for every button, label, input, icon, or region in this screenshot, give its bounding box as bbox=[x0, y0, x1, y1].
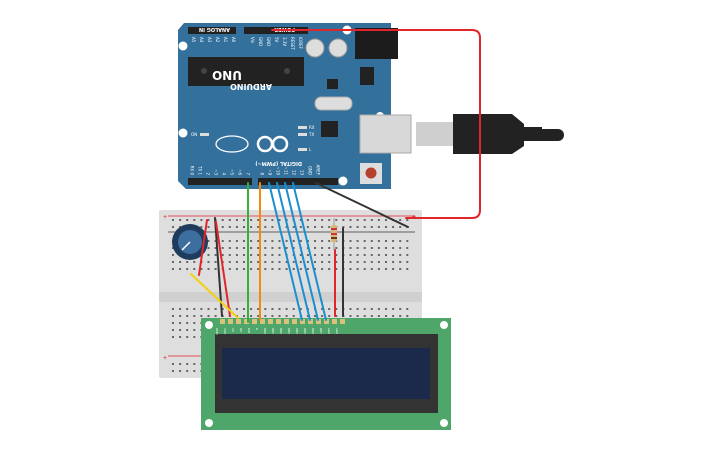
power-pin-label: GND bbox=[266, 37, 271, 46]
power-pin-label: IOREF bbox=[298, 37, 303, 50]
lcd-pin[interactable] bbox=[292, 319, 297, 324]
lcd-pin[interactable] bbox=[300, 319, 305, 324]
analog-pin-label: A4 bbox=[199, 37, 204, 43]
lcd-pin-label: RS bbox=[239, 328, 243, 332]
digital-pin-label: ~9 bbox=[268, 169, 273, 175]
wire-pin10[interactable] bbox=[276, 182, 311, 321]
lcd-pin[interactable] bbox=[340, 319, 345, 324]
lcd-pin-label: DB4 bbox=[295, 328, 299, 334]
lcd-pin[interactable] bbox=[220, 319, 225, 324]
lcd-pin[interactable] bbox=[268, 319, 273, 324]
digital-pin-label: 13 bbox=[300, 170, 305, 176]
analog-pin-label: A1 bbox=[223, 37, 228, 43]
lcd-pin[interactable] bbox=[228, 319, 233, 324]
lcd-pin-label: RW bbox=[247, 328, 251, 333]
lcd-pin-label: DB5 bbox=[303, 328, 307, 334]
arduino-uno[interactable]: ARDUINO UNO DIGITAL (PWM~) ANALOG IN POW… bbox=[178, 23, 412, 189]
analog-pin-label: A5 bbox=[191, 37, 196, 43]
usb-cable[interactable] bbox=[416, 114, 564, 154]
lcd-pin-label: DB1 bbox=[271, 328, 275, 334]
analog-pin-label: A0 bbox=[231, 37, 236, 43]
analog-pin-label: A2 bbox=[215, 37, 220, 43]
lcd-pin[interactable] bbox=[324, 319, 329, 324]
led-label: ON bbox=[191, 132, 197, 137]
digital-pin-label: ~3 bbox=[214, 169, 219, 175]
lcd-pin[interactable] bbox=[244, 319, 249, 324]
led-label: L bbox=[309, 147, 312, 152]
power-jack bbox=[355, 28, 398, 59]
wire-pin12[interactable] bbox=[292, 182, 327, 321]
digital-label: DIGITAL (PWM~) bbox=[255, 160, 302, 166]
model-label: UNO bbox=[212, 68, 242, 82]
lcd-pin-label: DB0 bbox=[263, 328, 267, 334]
lcd-pin-label: E bbox=[255, 328, 259, 330]
digital-pin-label: RX 0 bbox=[190, 166, 195, 176]
infinity-logo-icon bbox=[256, 135, 289, 153]
led-label: TX bbox=[308, 132, 314, 137]
lcd-pin[interactable] bbox=[308, 319, 313, 324]
lcd-pin-label: DB6 bbox=[311, 328, 315, 334]
digital-header-low[interactable] bbox=[188, 178, 252, 185]
resistor[interactable] bbox=[331, 218, 337, 250]
rail-plus-label: + bbox=[163, 214, 167, 221]
contrast-wire[interactable] bbox=[190, 273, 239, 319]
lcd-pin-label: DB2 bbox=[279, 328, 283, 334]
lcd-pin[interactable] bbox=[276, 319, 281, 324]
digital-header-high[interactable] bbox=[258, 178, 338, 185]
digital-pin-label: 12 bbox=[292, 170, 297, 176]
digital-pin-label: AREF bbox=[316, 165, 321, 176]
lcd-screen bbox=[222, 348, 430, 399]
digital-pin-label: TX 1 bbox=[198, 165, 203, 175]
pot-ground-wire[interactable] bbox=[214, 217, 223, 317]
analog-header[interactable] bbox=[188, 27, 236, 34]
digital-pin-label: GND bbox=[308, 166, 313, 175]
lcd-pin[interactable] bbox=[260, 319, 265, 324]
lcd-pin-label: DB7 bbox=[319, 328, 323, 334]
analog-label: ANALOG IN bbox=[199, 26, 230, 32]
lcd-pin-label: LED bbox=[327, 328, 331, 335]
pot-power-wire[interactable] bbox=[198, 219, 208, 276]
lcd-pin[interactable] bbox=[332, 319, 337, 324]
potentiometer[interactable] bbox=[172, 224, 208, 260]
wire-pin11[interactable] bbox=[284, 182, 319, 321]
lcd-pin[interactable] bbox=[236, 319, 241, 324]
lcd-pin[interactable] bbox=[252, 319, 257, 324]
power-pin-label: 3.3V bbox=[282, 37, 287, 46]
usb-port bbox=[359, 114, 412, 154]
power-wire-5v[interactable] bbox=[271, 29, 481, 219]
lcd-vcc-wire[interactable] bbox=[215, 221, 231, 317]
lcd-pin-label: GND bbox=[215, 328, 219, 336]
wire-pin9[interactable] bbox=[268, 182, 303, 321]
digital-pin-label: 4 bbox=[222, 172, 227, 175]
digital-pin-label: ~11 bbox=[284, 167, 289, 176]
digital-pin-label: ~6 bbox=[238, 169, 243, 175]
power-pin-label: GND bbox=[258, 37, 263, 46]
wires bbox=[190, 29, 481, 323]
lcd-pins: GND VCC V0 RS RW E DB0 DB1 DB2 DB3 DB4 DB5 DB6 DB7 LED… bbox=[215, 319, 345, 336]
led-label: RX bbox=[309, 125, 315, 130]
brand-label: ARDUINO bbox=[230, 82, 272, 91]
digital-pin-label: 8 bbox=[260, 172, 265, 175]
lcd-pin-label: DB3 bbox=[287, 328, 291, 334]
power-pin-label: 5V bbox=[274, 37, 279, 43]
digital-pin-label: ~5 bbox=[230, 169, 235, 175]
lcd-16x2[interactable]: GND VCC V0 RS RW E DB0 DB1 DB2 DB3 DB4 DB5 DB6 DB7 LED… bbox=[201, 318, 451, 430]
ground-wire[interactable] bbox=[315, 182, 409, 228]
power-pin-label: RESET bbox=[290, 37, 295, 50]
lcd-pin-label: V0 bbox=[231, 328, 235, 332]
lcd-pin[interactable] bbox=[284, 319, 289, 324]
rail-plus-label-bottom: + bbox=[163, 355, 167, 362]
analog-pin-label: A3 bbox=[207, 37, 212, 43]
power-pin-label: Vin bbox=[250, 37, 255, 44]
lcd-pin[interactable] bbox=[316, 319, 321, 324]
digital-pin-label: ~10 bbox=[276, 167, 281, 176]
digital-pin-label: 7 bbox=[246, 172, 251, 175]
digital-pin-label: 2 bbox=[206, 172, 211, 175]
lcd-pin-label: VCC bbox=[223, 328, 227, 335]
uno-logo-outline bbox=[215, 135, 249, 153]
lcd-pin-label: LED bbox=[335, 328, 339, 335]
